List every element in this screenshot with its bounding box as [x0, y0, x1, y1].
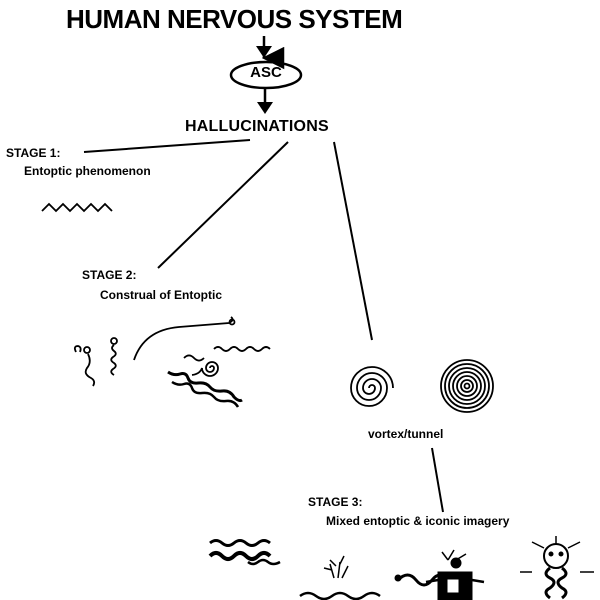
spiral-open [350, 366, 394, 407]
line-vortex-to-stage3 [431, 447, 444, 513]
vortex-label: vortex/tunnel [368, 427, 444, 441]
stage1-zigzag [41, 202, 113, 213]
diagram-title: HUMAN NERVOUS SYSTEM [66, 4, 403, 34]
vortex-spirals [350, 359, 494, 413]
stage2-drawings [73, 316, 271, 408]
line-to-stage1 [83, 139, 251, 153]
line-to-stage2 [157, 141, 289, 269]
stage1-description: Entoptic phenomenon [24, 164, 151, 178]
stage3-description: Mixed entoptic & iconic imagery [326, 514, 510, 528]
stage3-heading: STAGE 3: [308, 495, 363, 509]
arrow-asc-to-hallucinations-head [257, 102, 273, 114]
asc-label: ASC [250, 64, 282, 81]
hallucinations-label: HALLUCINATIONS [185, 118, 329, 135]
line-to-vortex [333, 141, 373, 341]
stage2-heading: STAGE 2: [82, 268, 137, 282]
spiral-concentric [440, 359, 494, 413]
stage1-heading: STAGE 1: [6, 146, 61, 160]
stage3-drawings [208, 536, 594, 600]
arrow-title-to-asc-head [256, 46, 272, 58]
stage2-description: Construal of Entoptic [100, 288, 222, 302]
